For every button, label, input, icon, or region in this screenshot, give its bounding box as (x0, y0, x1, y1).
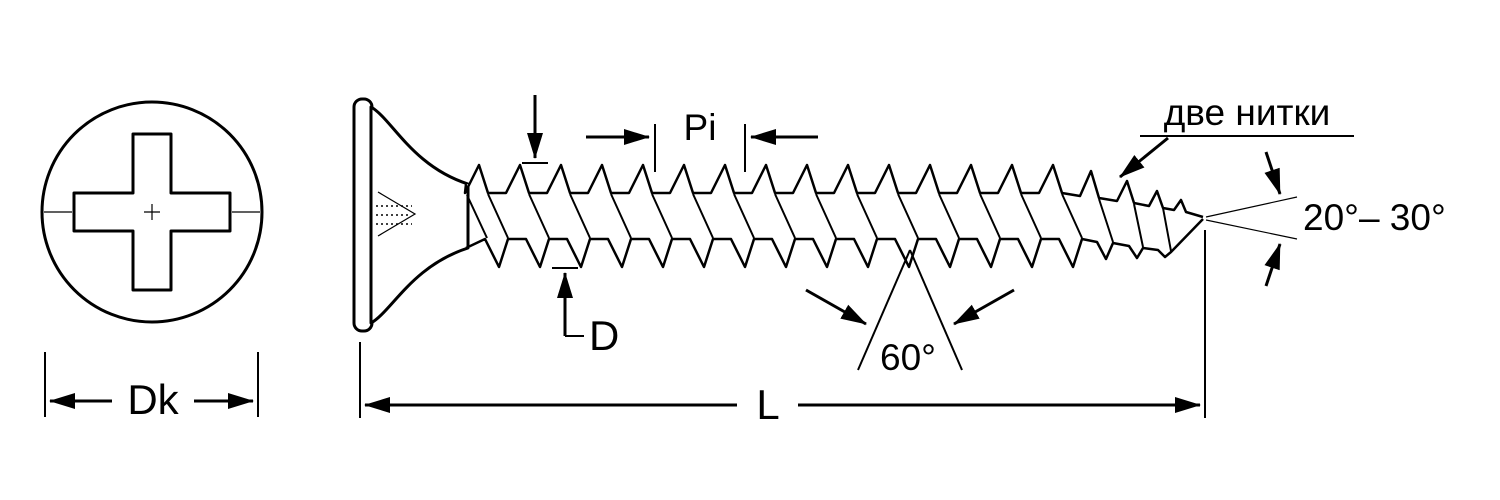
head-rim (352, 97, 374, 333)
screw-head-front-view (40, 100, 264, 324)
dimension-dk: Dk (44, 352, 259, 423)
tip-angle-arrow-top (1264, 151, 1282, 195)
thread-angle-arrow-right (953, 288, 1015, 326)
dimension-d: D (522, 95, 619, 359)
thread-angle-label: 60° (880, 337, 936, 378)
two-threads-arrow (1119, 136, 1169, 179)
d-label: D (589, 312, 619, 359)
screw-side-view (352, 97, 1204, 333)
thread-top-profile (463, 163, 1204, 219)
annotation-tip-angle: 20°– 30° (1205, 151, 1446, 287)
thread-angle-line-right (909, 249, 963, 371)
thread-angle-line-left (857, 249, 911, 371)
recess-dotted-lines (376, 205, 412, 225)
annotation-two-threads: две нитки (1119, 92, 1354, 179)
pi-label: Pi (684, 107, 717, 148)
two-threads-label: две нитки (1164, 92, 1331, 133)
center-mark-icon (144, 204, 160, 220)
recess-chevron (377, 191, 417, 237)
annotation-thread-angle: 60° (805, 249, 1015, 378)
l-label: L (756, 381, 779, 428)
tip-angle-arrow-bottom (1264, 243, 1282, 287)
thread-bottom-profile (465, 218, 1204, 269)
tip-angle-label: 20°– 30° (1303, 197, 1446, 238)
thread-flank-lines (466, 193, 1172, 252)
dk-label: Dk (127, 376, 179, 423)
dimension-pi: Pi (586, 107, 818, 172)
head-cone (369, 105, 470, 325)
dimension-l: L (359, 230, 1206, 428)
tip-angle-line-upper (1205, 196, 1298, 218)
tip-angle-line-lower (1205, 219, 1298, 240)
thread-angle-arrow-left (805, 288, 867, 326)
